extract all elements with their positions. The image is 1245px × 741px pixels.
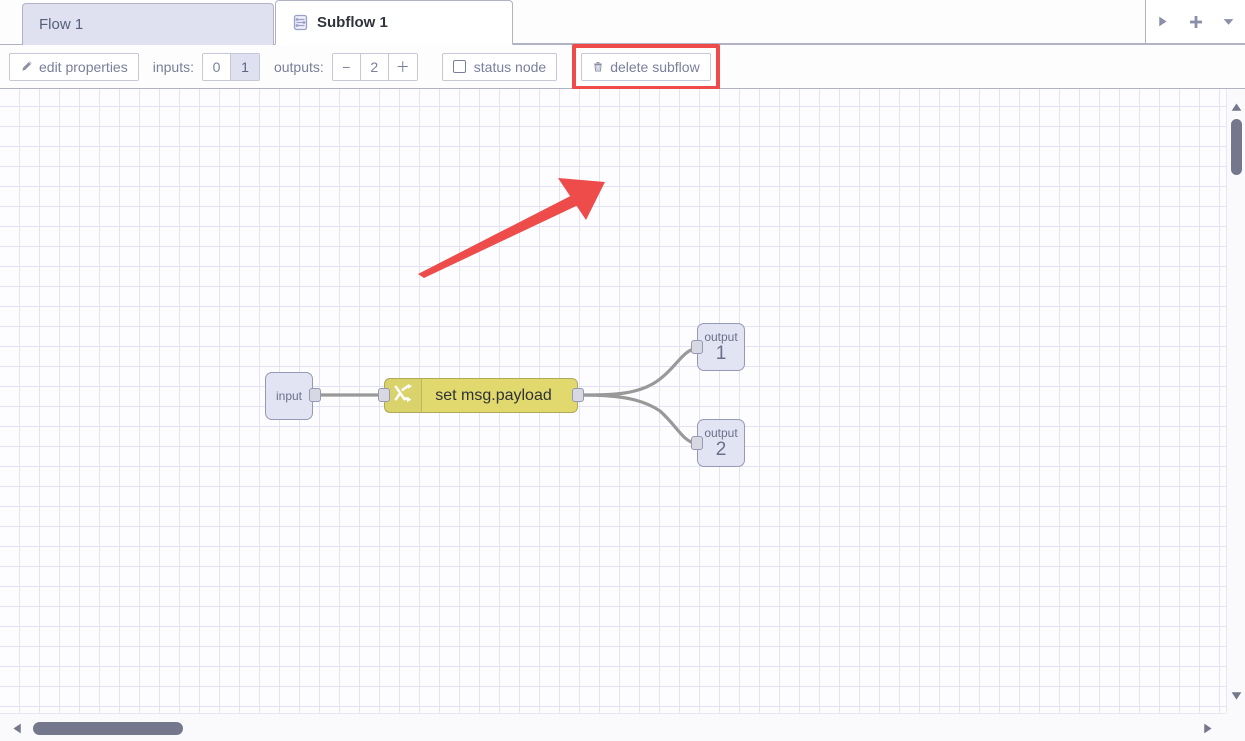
subflow-toolbar: edit properties inputs: 0 1 outputs: − 2… xyxy=(0,43,1245,90)
wire-layer xyxy=(316,346,698,446)
subflow-input-node[interactable]: input xyxy=(265,372,313,420)
subflow-output-node-1-index: 1 xyxy=(715,342,727,364)
subflow-output-node-2-index: 2 xyxy=(715,438,727,460)
add-tab-icon[interactable] xyxy=(1185,11,1207,33)
subflow-output-node-2-input-port[interactable] xyxy=(691,436,703,450)
subflow-output-node-1-label: output xyxy=(704,329,738,344)
vertical-scrollbar-thumb[interactable] xyxy=(1231,119,1242,175)
tab-list: Flow 1 Subflow 1 xyxy=(0,0,514,45)
tab-bar: Flow 1 Subflow 1 xyxy=(0,0,1245,45)
trash-icon xyxy=(592,60,604,73)
outputs-decrement-button[interactable]: − xyxy=(332,53,361,80)
subflow-icon xyxy=(292,14,309,31)
pencil-icon xyxy=(20,60,33,73)
outputs-label: outputs: xyxy=(273,58,324,75)
change-node-input-port[interactable] xyxy=(378,388,390,402)
next-tab-icon[interactable] xyxy=(1152,11,1174,33)
horizontal-scrollbar-thumb[interactable] xyxy=(33,722,183,735)
outputs-value: 2 xyxy=(360,53,389,80)
tab-menu-chevron-icon[interactable] xyxy=(1218,11,1240,33)
outputs-increment-button[interactable]: ＋ xyxy=(388,53,417,80)
edit-properties-button[interactable]: edit properties xyxy=(9,52,139,81)
change-node-output-port[interactable] xyxy=(572,388,584,402)
vertical-scrollbar[interactable] xyxy=(1226,89,1245,713)
scroll-right-arrow-icon[interactable] xyxy=(1198,720,1216,736)
shuffle-icon xyxy=(393,383,414,409)
edit-properties-label: edit properties xyxy=(39,58,128,75)
scroll-left-arrow-icon[interactable] xyxy=(8,720,26,736)
subflow-input-node-output-port[interactable] xyxy=(309,388,321,402)
change-node-icon-box xyxy=(385,379,422,412)
status-node-label: status node xyxy=(473,58,547,75)
change-node-label: set msg.payload xyxy=(435,386,552,404)
subflow-output-node-1[interactable]: output 1 xyxy=(697,323,745,371)
inputs-label: inputs: xyxy=(152,58,194,75)
status-node-toggle[interactable]: status node xyxy=(441,52,558,81)
scroll-down-arrow-icon[interactable] xyxy=(1227,687,1245,703)
status-node-checkbox[interactable] xyxy=(452,60,466,73)
delete-subflow-button[interactable]: delete subflow xyxy=(581,52,711,81)
scrollbar-corner xyxy=(1226,713,1245,741)
change-node[interactable]: set msg.payload xyxy=(384,378,578,413)
inputs-option-0[interactable]: 0 xyxy=(202,53,231,80)
subflow-output-node-2[interactable]: output 2 xyxy=(697,419,745,467)
flow-canvas[interactable]: input set msg.payload xyxy=(0,89,1226,713)
subflow-output-node-2-label: output xyxy=(704,425,738,440)
subflow-output-node-1-input-port[interactable] xyxy=(691,340,703,354)
delete-subflow-label: delete subflow xyxy=(610,58,700,75)
inputs-option-1[interactable]: 1 xyxy=(230,53,259,80)
delete-subflow-wrapper: delete subflow xyxy=(572,43,720,90)
horizontal-scrollbar[interactable] xyxy=(0,713,1226,741)
tab-bar-actions xyxy=(1145,0,1245,44)
subflow-input-node-label: input xyxy=(275,388,303,403)
tab-flow-1-label: Flow 1 xyxy=(39,16,84,33)
scroll-up-arrow-icon[interactable] xyxy=(1227,99,1245,115)
inputs-selector: 0 1 xyxy=(201,52,260,81)
tab-subflow-1[interactable]: Subflow 1 xyxy=(275,0,513,45)
tab-flow-1[interactable]: Flow 1 xyxy=(22,3,274,45)
tab-subflow-1-label: Subflow 1 xyxy=(317,14,388,31)
outputs-stepper: − 2 ＋ xyxy=(331,52,418,81)
tab-bar-empty-space xyxy=(513,0,1145,44)
